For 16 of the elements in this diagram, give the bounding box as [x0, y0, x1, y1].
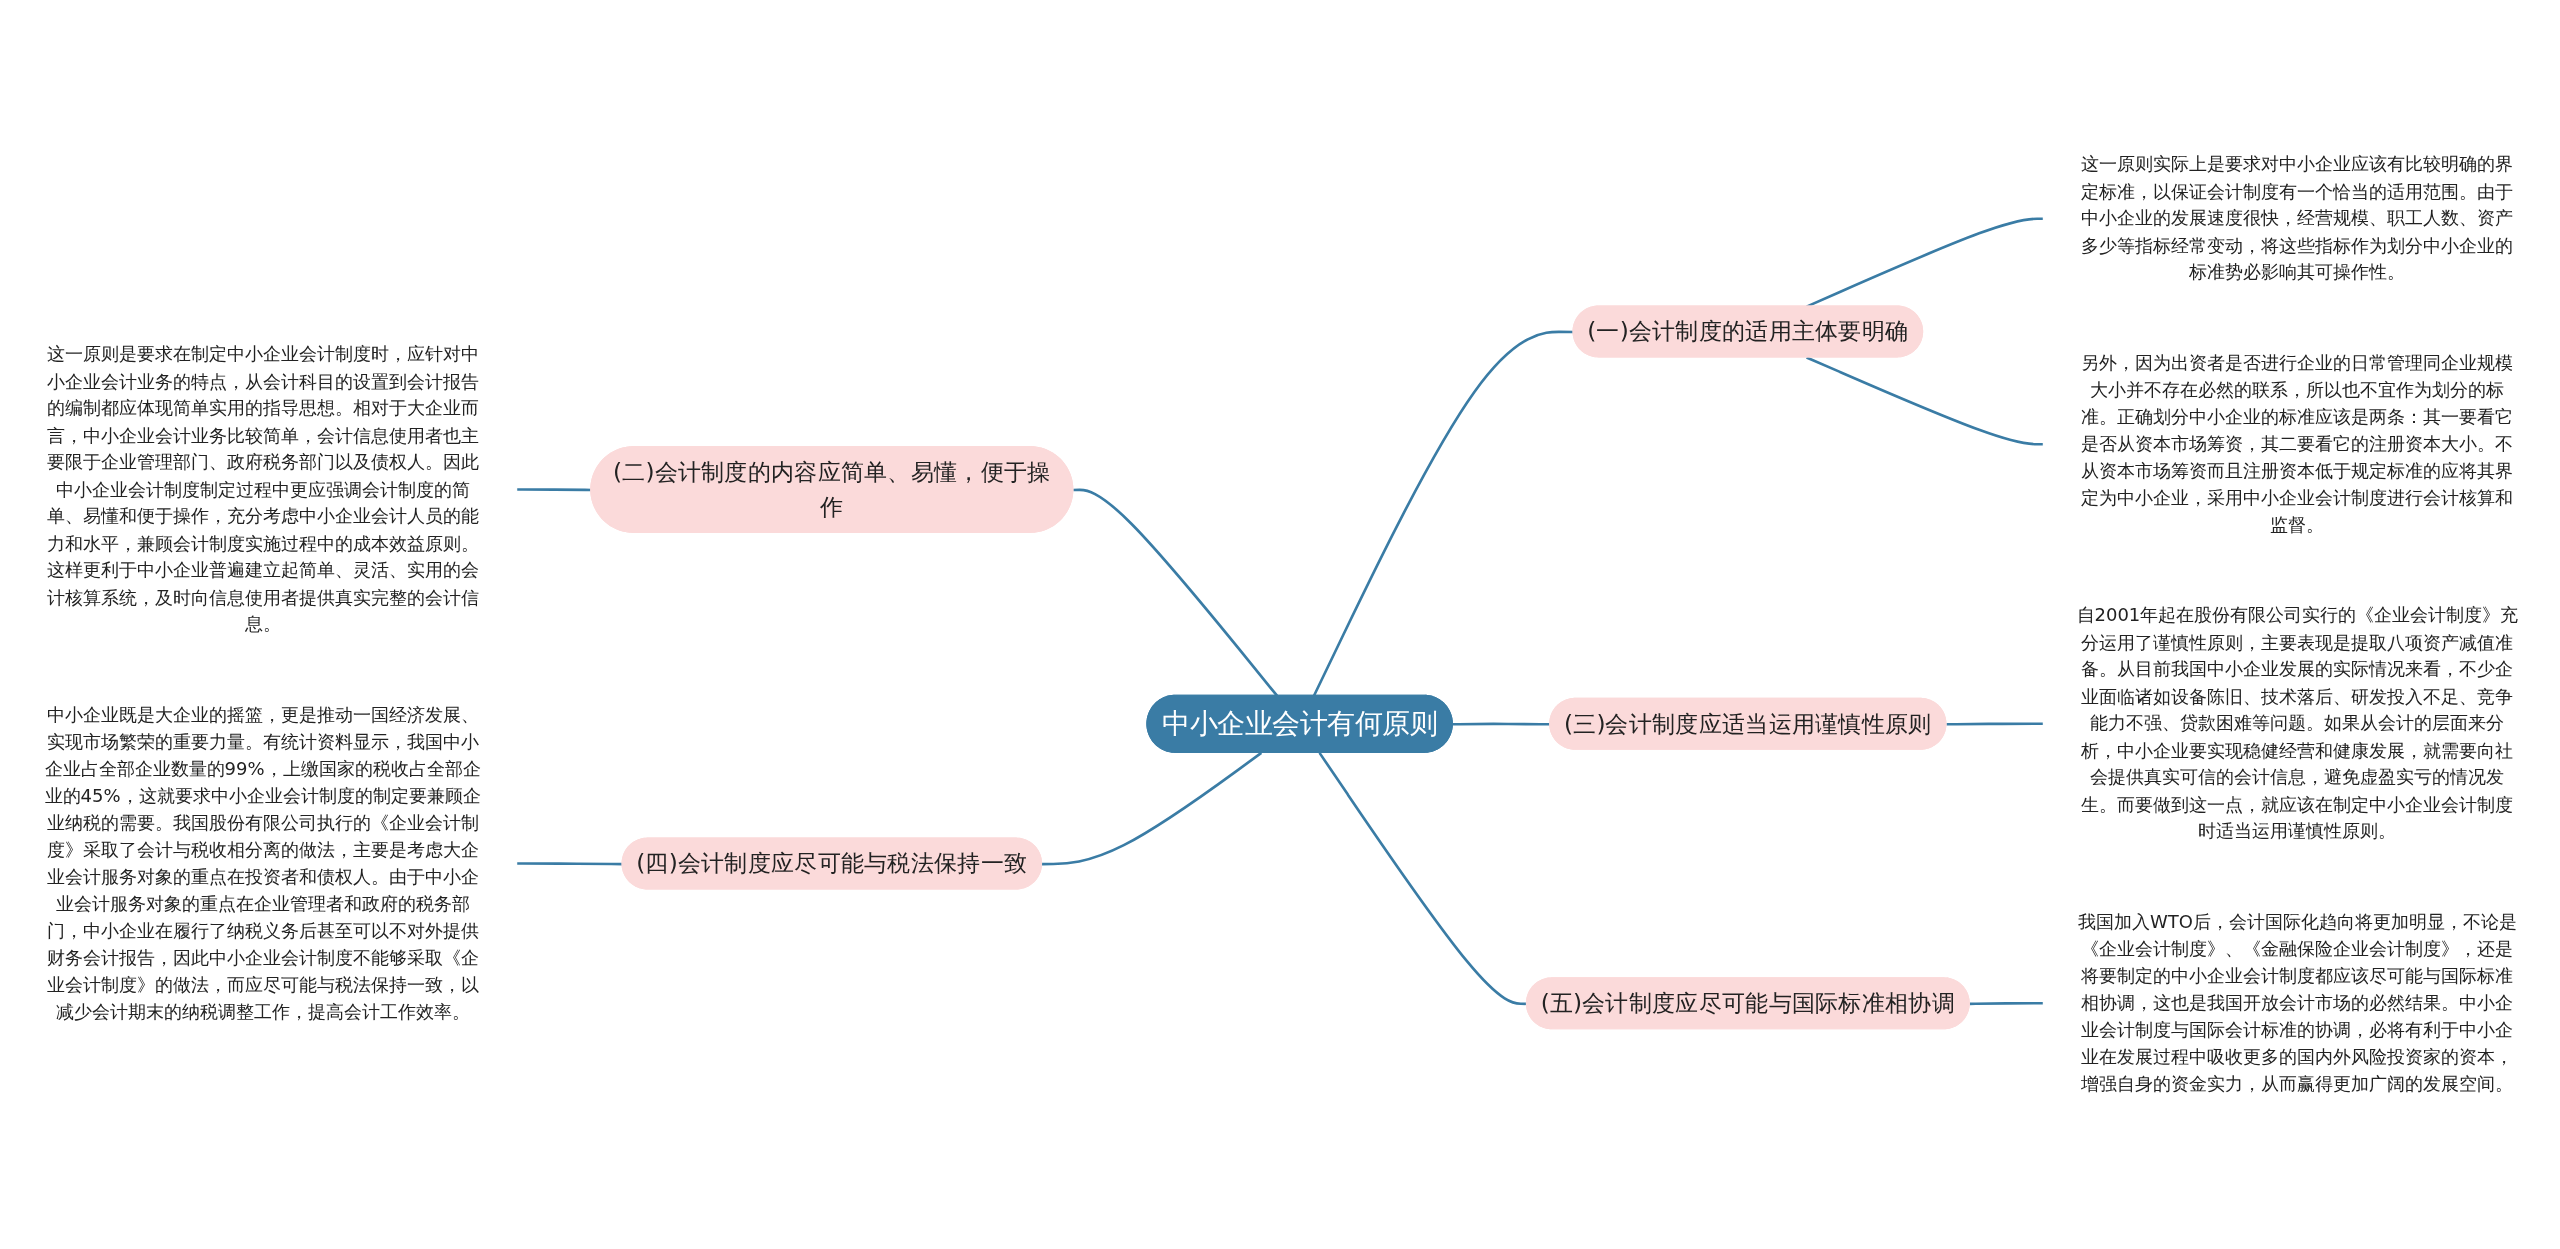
connector: [516, 862, 623, 866]
node-text: 这一原则是要求在制定中小企业会计制度时，应针对中小企业会计业务的特点，从会计科目的设置到会计报告的编制都应体现简单实用的指导思想。相对于大企业而言，中小企业会计业务比较简单，会计信息使用者也主要限于企业管理部门、政府税务部门以及债权人。因此中小企业会计制度制定过程中更应强调会计制度的简单、易懂和便于操作，充分考虑中小企业会计人员的能力和水平，兼顾会计制度实施过程中的成本效益原则。这样更利于中小企业普遍建立起简单、灵活、实用的会计核算系统，及时向信息使用者提供真实完整的会计信息。: [46, 343, 479, 635]
connector: [1042, 751, 1263, 866]
node-text: 自2001年起在股份有限公司实行的《企业会计制度》充分运用了谨慎性原则，主要表现是提取八项资产减值准备。从目前我国中小企业发展的实际情况来看，不少企业面临诸如设备陈旧、技术落后、研发投入不足、竞争能力不强、贷款困难等问题。如果从会计的层面来分析，中小企业要实现稳健经营和健康发展，就需要向社会提供真实可信的会计信息，避免虚盈实亏的情况发生。而要做到这一点，就应该在制定中小企业会计制度时适当运用谨慎性原则。: [2076, 604, 2519, 842]
connector: [1318, 752, 1527, 1006]
node-text: 中小企业既是大企业的摇篮，更是推动一国经济发展、实现市场繁荣的重要力量。有统计资料显示，我国中小企业占全部企业数量的99%，上缴国家的税收占全部企业的45%，这就要求中小企业会计制度的制定要兼顾企业纳税的需要。我国股份有限公司执行的《企业会计制度》采取了会计与税收相分离的做法，主要是考虑大企业会计服务对象的重点在投资者和债权人。由于中小企业会计服务对象的重点在企业管理者和政府的税务部门，中小企业在履行了纳税义务后甚至可以不对外提供财务会计报告，因此中小企业会计制度不能够采取《企业会计制度》的做法，而应尽可能与税法保持一致，以减少会计期末的纳税调整工作，提高会计工作效率。: [44, 703, 481, 1022]
node-text: 我国加入WTO后，会计国际化趋向将更加明显，不论是《企业会计制度》、《金融保险企业会计制度》，还是将要制定的中小企业会计制度都应该尽可能与国际标准相协调，这也是我国开放会计市场的必然结果。中小企业会计制度与国际会计标准的协调，必将有利于中小企业在发展过程中吸收更多的国内外风险投资家的资本，增强自身的资金实力，从而赢得更加广阔的发展空间。: [2077, 910, 2517, 1095]
connector: [1969, 1001, 2044, 1006]
node-text: 这一原则实际上是要求对中小企业应该有比较明确的界定标准，以保证会计制度有一个恰当的适用范围。由于中小企业的发展速度很快，经营规模、职工人数、资产多少等指标经常变动，将这些指标作为划分中小企业的标准势必影响其可操作性。: [2081, 153, 2514, 283]
connector: [1312, 330, 1574, 697]
connector: [1073, 488, 1279, 697]
connector: [1946, 722, 2044, 726]
node-text: 另外，因为出资者是否进行企业的日常管理同企业规模大小并不存在必然的联系，所以也不宜作为划分的标准。正确划分中小企业的标准应该是两条：其一要看它是否从资本市场筹资，其二要看它的注册资本大小。不从资本市场筹资而且注册资本低于规定标准的应将其界定为中小企业，采用中小企业会计制度进行会计核算和监督。: [2081, 351, 2514, 536]
connector: [1806, 217, 2044, 308]
connector: [1806, 356, 2044, 446]
connector: [1452, 722, 1551, 726]
